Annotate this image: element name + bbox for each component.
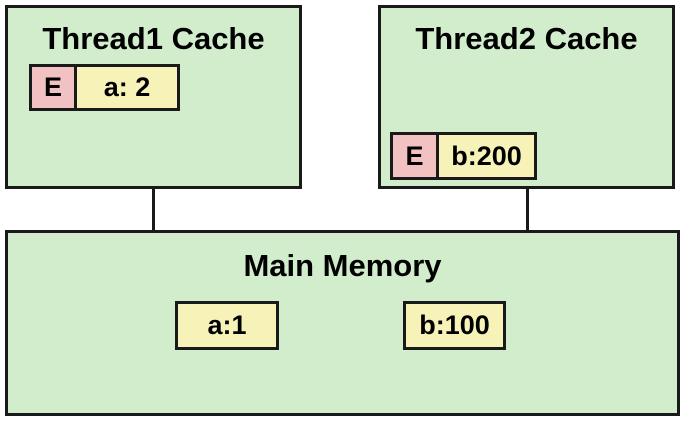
thread2-memory-connector (526, 186, 529, 233)
main-memory-title: Main Memory (243, 248, 442, 283)
thread2-cache-box: Thread2 Cache E b:200 (378, 5, 675, 189)
thread1-memory-connector (152, 186, 155, 233)
thread1-state-cell: E (29, 64, 77, 111)
thread2-state-cell: E (390, 132, 439, 180)
memory-value-a: a:1 (175, 301, 279, 350)
thread1-cache-box: Thread1 Cache E a: 2 (5, 5, 302, 189)
thread1-value-cell: a: 2 (74, 64, 180, 111)
thread1-cache-title: Thread1 Cache (42, 21, 265, 56)
thread2-cache-title: Thread2 Cache (415, 21, 638, 56)
thread2-value-cell: b:200 (436, 132, 537, 180)
main-memory-box: Main Memory a:1 b:100 (5, 230, 680, 416)
memory-value-b: b:100 (403, 301, 506, 350)
